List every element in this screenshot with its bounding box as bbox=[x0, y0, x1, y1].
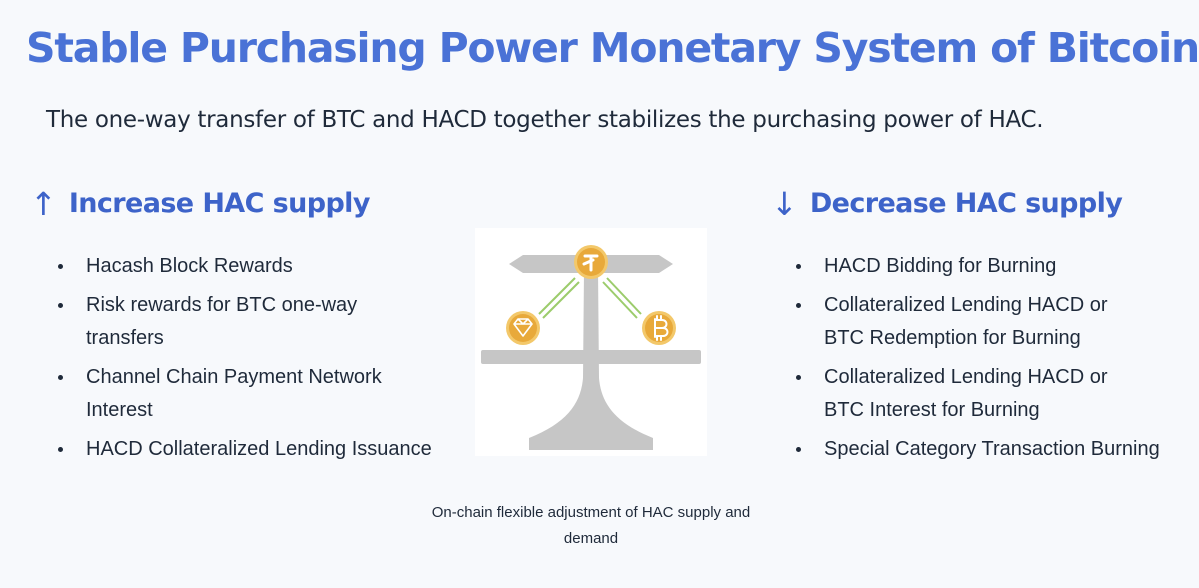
list-item-text: HACD Bidding for Burning bbox=[824, 255, 1057, 277]
increase-list: Hacash Block Rewards Risk rewards for BT… bbox=[58, 250, 438, 472]
list-item: HACD Collateralized Lending Issuance bbox=[58, 433, 466, 466]
arrow-down-icon: ↓ bbox=[771, 185, 798, 223]
list-item: HACD Bidding for Burning bbox=[796, 250, 1124, 283]
bullet-icon bbox=[58, 447, 63, 452]
page-subtitle: The one-way transfer of BTC and HACD tog… bbox=[46, 107, 1044, 133]
bullet-icon bbox=[58, 264, 63, 269]
balance-illustration bbox=[475, 228, 707, 456]
arrow-up-icon: ↑ bbox=[30, 185, 57, 223]
list-item: Hacash Block Rewards bbox=[58, 250, 346, 283]
list-item-text: HACD Collateralized Lending Issuance bbox=[86, 438, 432, 460]
bullet-icon bbox=[796, 303, 801, 308]
list-item-text: Special Category Transaction Burning bbox=[824, 438, 1160, 460]
illustration-caption: On-chain flexible adjustment of HAC supp… bbox=[431, 504, 751, 547]
page-title: Stable Purchasing Power Monetary System … bbox=[26, 24, 1199, 72]
decrease-list: HACD Bidding for Burning Collateralized … bbox=[796, 250, 1186, 472]
decrease-heading: ↓ Decrease HAC supply bbox=[771, 184, 1123, 224]
bullet-icon bbox=[796, 375, 801, 380]
btc-coin-icon bbox=[642, 311, 676, 345]
increase-heading: ↑ Increase HAC supply bbox=[30, 184, 370, 224]
list-item-text: Channel Chain Payment Network Interest bbox=[86, 366, 382, 421]
bullet-icon bbox=[796, 447, 801, 452]
list-item-text: Risk rewards for BTC one-way transfers bbox=[86, 294, 358, 349]
list-item: Collateralized Lending HACD or BTC Redem… bbox=[796, 289, 1124, 355]
hacd-diamond-coin-icon bbox=[506, 311, 540, 345]
list-item-text: Collateralized Lending HACD or BTC Inter… bbox=[824, 366, 1108, 421]
coin-links bbox=[538, 277, 642, 319]
bullet-icon bbox=[58, 375, 63, 380]
increase-heading-text: Increase HAC supply bbox=[68, 188, 371, 219]
bullet-icon bbox=[796, 264, 801, 269]
decrease-heading-text: Decrease HAC supply bbox=[809, 188, 1123, 219]
balance-scale-icon bbox=[481, 245, 701, 450]
list-item: Channel Chain Payment Network Interest bbox=[58, 361, 416, 427]
list-item: Risk rewards for BTC one-way transfers bbox=[58, 289, 386, 355]
bullet-icon bbox=[58, 303, 63, 308]
scale-pans bbox=[481, 350, 701, 364]
list-item: Collateralized Lending HACD or BTC Inter… bbox=[796, 361, 1124, 427]
list-item-text: Hacash Block Rewards bbox=[86, 255, 293, 277]
hac-coin-icon bbox=[574, 245, 608, 279]
list-item: Special Category Transaction Burning bbox=[796, 433, 1199, 466]
list-item-text: Collateralized Lending HACD or BTC Redem… bbox=[824, 294, 1108, 349]
